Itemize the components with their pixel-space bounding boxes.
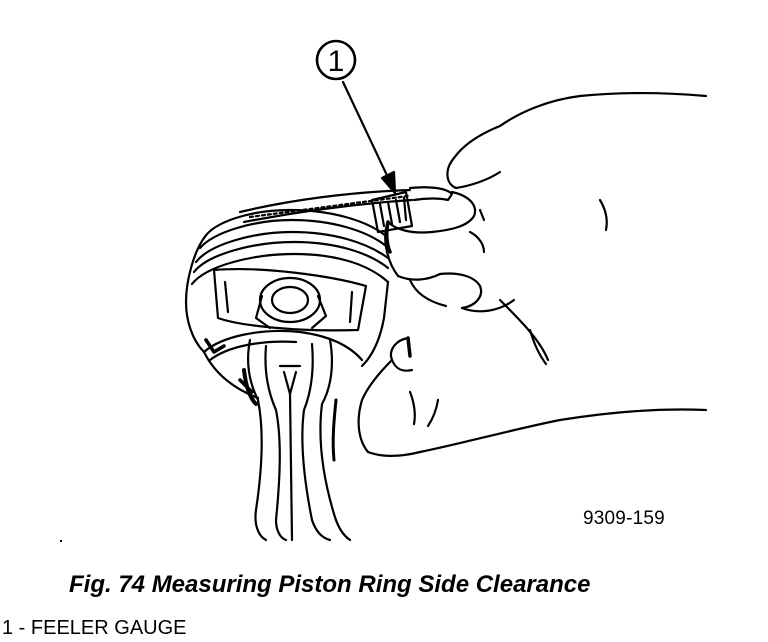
leader-line <box>341 80 394 188</box>
feeler-gauge <box>238 186 454 234</box>
drawing-code: 9309-159 <box>583 508 665 529</box>
connecting-rod <box>242 338 352 542</box>
hand <box>357 91 708 457</box>
stray-dot <box>60 540 62 542</box>
figure-caption: Fig. 74 Measuring Piston Ring Side Clear… <box>69 571 591 598</box>
callout-1: 1 <box>315 39 397 195</box>
legend-item-feeler-gauge: 1 - FEELER GAUGE <box>2 617 187 639</box>
piston-feeler-gauge-illustration: 1 <box>184 39 708 542</box>
callout-number: 1 <box>328 45 345 78</box>
piston <box>184 208 390 400</box>
leader-arrowhead <box>380 170 397 195</box>
callout-circle <box>315 39 357 81</box>
